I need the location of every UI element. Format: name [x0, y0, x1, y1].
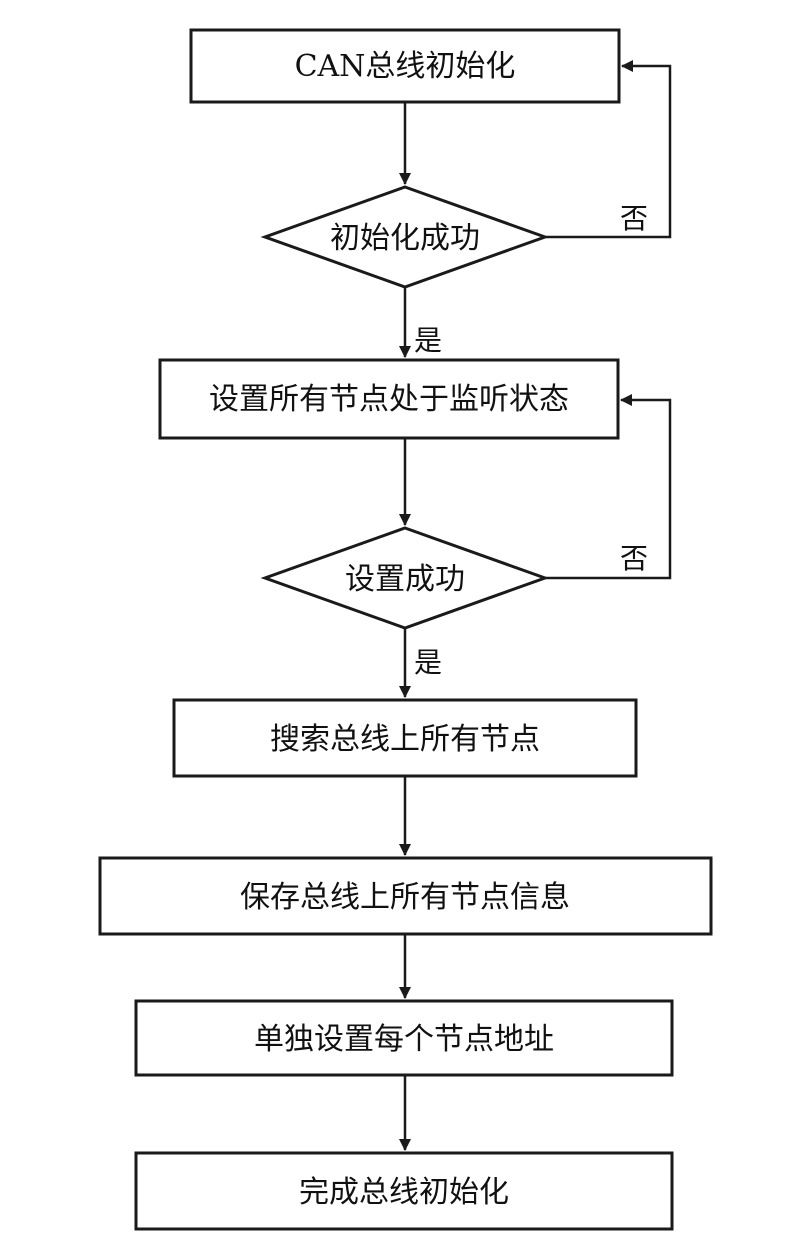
arrow-init-retry: [545, 60, 672, 239]
step-save-info: 保存总线上所有节点信息: [98, 856, 713, 936]
label-no-2: 否: [620, 542, 648, 575]
decision-init-ok: 初始化成功: [260, 185, 550, 289]
step-can-init: CAN总线初始化: [189, 28, 621, 104]
step-done-label: 完成总线初始化: [299, 1175, 509, 1210]
arrow-set-retry: [545, 394, 672, 580]
step-search-nodes-label: 搜索总线上所有节点: [270, 722, 540, 757]
step-set-listen-label: 设置所有节点处于监听状态: [209, 382, 569, 417]
decision-set-ok: 设置成功: [260, 526, 550, 630]
label-no-1: 否: [620, 202, 648, 235]
step-set-listen: 设置所有节点处于监听状态: [158, 358, 620, 440]
label-yes-1: 是: [414, 324, 442, 357]
decision-init-ok-label: 初始化成功: [330, 221, 480, 256]
step-set-address: 单独设置每个节点地址: [134, 999, 674, 1077]
step-search-nodes: 搜索总线上所有节点: [172, 698, 638, 778]
decision-set-ok-label: 设置成功: [345, 562, 465, 597]
step-save-info-label: 保存总线上所有节点信息: [240, 880, 570, 915]
step-done: 完成总线初始化: [134, 1151, 674, 1231]
step-set-address-label: 单独设置每个节点地址: [254, 1022, 554, 1057]
label-yes-2: 是: [414, 646, 442, 679]
step-can-init-label: CAN总线初始化: [295, 49, 516, 84]
